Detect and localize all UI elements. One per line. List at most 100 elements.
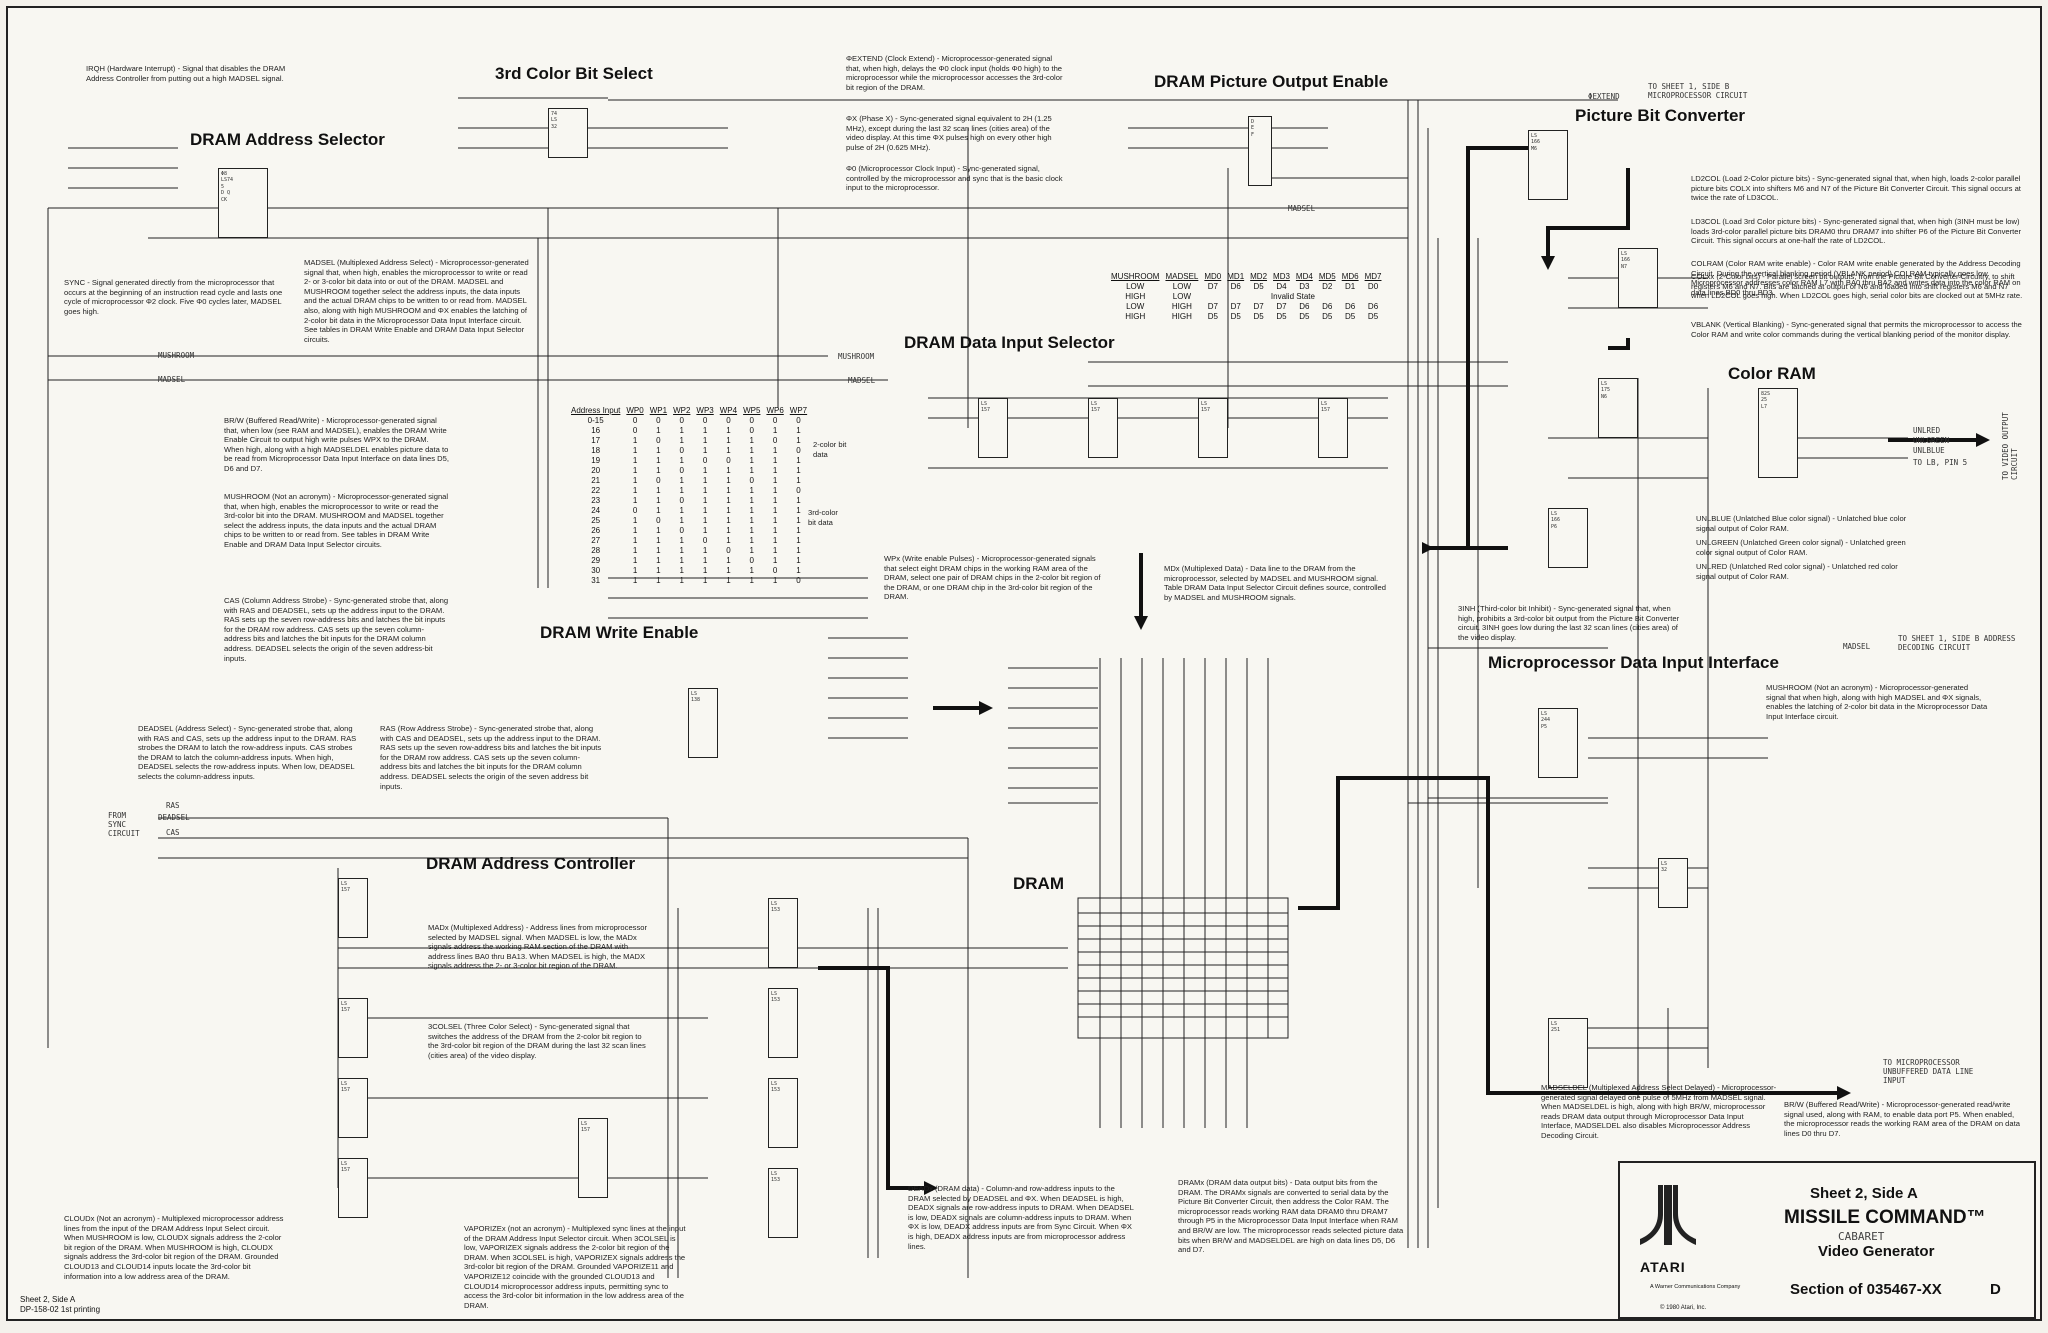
note-phi0: Φ0 (Microprocessor Clock Input) - Sync-g… (846, 164, 1063, 193)
wp-cell: 26 (591, 526, 601, 535)
wp-cell: 1 (726, 526, 731, 535)
wp-cell: 1 (796, 566, 801, 575)
wp-cell: 1 (726, 436, 731, 445)
wp-cell: 1 (796, 526, 801, 535)
title-color-ram: Color RAM (1728, 364, 1816, 383)
wp-cell: 0 (679, 416, 684, 425)
wp-cell: 0 (772, 436, 778, 445)
mux-th: MD0 (1204, 272, 1222, 281)
note-unlgreen: UNLGREEN (Unlatched Green color signal) … (1696, 538, 1906, 557)
wp-cell: 1 (796, 506, 801, 515)
mux-th: MD7 (1364, 272, 1382, 281)
wp-cell: 1 (772, 486, 778, 495)
company-line: A Warner Communications Company (1650, 1284, 1741, 1290)
wp-cell: 1 (796, 546, 801, 555)
wp-cell: 1 (796, 536, 801, 545)
wp-cell: 0 (632, 426, 638, 435)
mux-cell: D2 (1322, 282, 1333, 291)
label-unlred: UNLRED (1913, 426, 1941, 435)
wp-cell: 1 (796, 456, 801, 465)
label-madsel: MADSEL (158, 375, 186, 384)
wp-cell: 0 (772, 416, 778, 425)
mux-th: MD5 (1318, 272, 1336, 281)
wp-cell: 1 (726, 486, 731, 495)
wp-cell: 1 (702, 526, 708, 535)
wp-cell: 1 (749, 576, 754, 585)
wp-cell: 1 (656, 546, 661, 555)
wp-cell: 19 (591, 456, 601, 465)
mux-table-row: HIGH HIGH D5 D5 D5 D5 D5 D5 D5 D5 (1108, 312, 1384, 322)
note-madx: MADx (Multiplexed Address) - Address lin… (428, 923, 648, 971)
title-micro-data-input: Microprocessor Data Input Interface (1488, 653, 1779, 672)
wp-cell: 1 (656, 486, 661, 495)
wp-cell: 1 (702, 476, 708, 485)
label-madsel-mid: MADSEL (848, 376, 876, 385)
label-from-sync: FROM SYNC CIRCUIT (108, 811, 140, 838)
wp-cell: 0 (702, 456, 708, 465)
wp-cell: 0 (632, 416, 638, 425)
mux-cell: D5 (1322, 312, 1333, 321)
note-mushroom: MUSHROOM (Not an acronym) - Microprocess… (224, 492, 449, 549)
wp-cell: 1 (726, 576, 731, 585)
wp-cell: 1 (772, 556, 778, 565)
mux-cell: D7 (1253, 302, 1264, 311)
wp-cell: 1 (632, 476, 638, 485)
note-ld2col: LD2COL (Load 2-Color picture bits) - Syn… (1691, 174, 2021, 203)
title-block: ATARI A Warner Communications Company © … (1618, 1161, 2036, 1319)
brand-name: ATARI (1640, 1259, 1686, 1275)
label-to-sheet1-addr: TO SHEET 1, SIDE B ADDRESS DECODING CIRC… (1898, 634, 2016, 652)
note-brw-2: BR/W (Buffered Read/Write) - Microproces… (1784, 1100, 2020, 1138)
wiring-layer (47, 97, 1990, 1278)
note-wpx: WPx (Write enable Pulses) - Microprocess… (884, 554, 1101, 602)
wp-cell: 1 (772, 456, 778, 465)
wp-cell: 1 (632, 466, 638, 475)
wp-cell: 1 (656, 556, 661, 565)
wp-cell: 1 (679, 576, 684, 585)
label-to-sheet1-micro: TO SHEET 1, SIDE B MICROPROCESSOR CIRCUI… (1648, 82, 1748, 100)
wp-cell: 1 (726, 536, 731, 545)
wp-cell: 28 (591, 546, 601, 555)
note-sync: SYNC - Signal generated directly from th… (64, 278, 283, 316)
handwritten-note: CABARET (1838, 1230, 1885, 1243)
wp-cell: 1 (726, 556, 731, 565)
mux-table-row: LOW HIGH D7 D7 D7 D7 D6 D6 D6 D6 (1108, 302, 1384, 312)
print-info: Sheet 2, Side A DP-158-02 1st printing (20, 1295, 100, 1315)
section-number: Section of 035467-XX (1790, 1281, 1942, 1298)
mux-cell: D5 (1299, 312, 1310, 321)
wp-cell: 27 (591, 536, 601, 545)
wp-cell: 0-15 (587, 416, 604, 425)
wp-cell: 0 (679, 496, 684, 505)
wp-cell: 1 (772, 426, 778, 435)
wp-cell: 1 (796, 436, 801, 445)
wp-cell: 18 (591, 446, 601, 455)
wp-cell: 1 (726, 496, 731, 505)
wp-brace-3color: 3rd-color bit data (808, 508, 838, 527)
note-unlblue: UNLBLUE (Unlatched Blue color signal) - … (1696, 514, 1907, 533)
wp-cell: 17 (591, 436, 601, 445)
wp-cell: 1 (702, 516, 708, 525)
wp-cell: 0 (749, 426, 754, 435)
wp-cell: 1 (749, 436, 754, 445)
mux-cell: D7 (1207, 282, 1218, 291)
wp-cell: 1 (796, 466, 801, 475)
title-dram-picture-output-enable: DRAM Picture Output Enable (1154, 72, 1389, 91)
wp-cell: 22 (591, 486, 601, 495)
wp-cell: 1 (656, 446, 661, 455)
wp-cell: 1 (726, 566, 731, 575)
wp-cell: 1 (679, 556, 684, 565)
wp-cell: 0 (656, 416, 661, 425)
note-mdx: MDx (Multiplexed Data) - Data line to th… (1164, 564, 1387, 602)
wp-cell: 1 (702, 496, 708, 505)
